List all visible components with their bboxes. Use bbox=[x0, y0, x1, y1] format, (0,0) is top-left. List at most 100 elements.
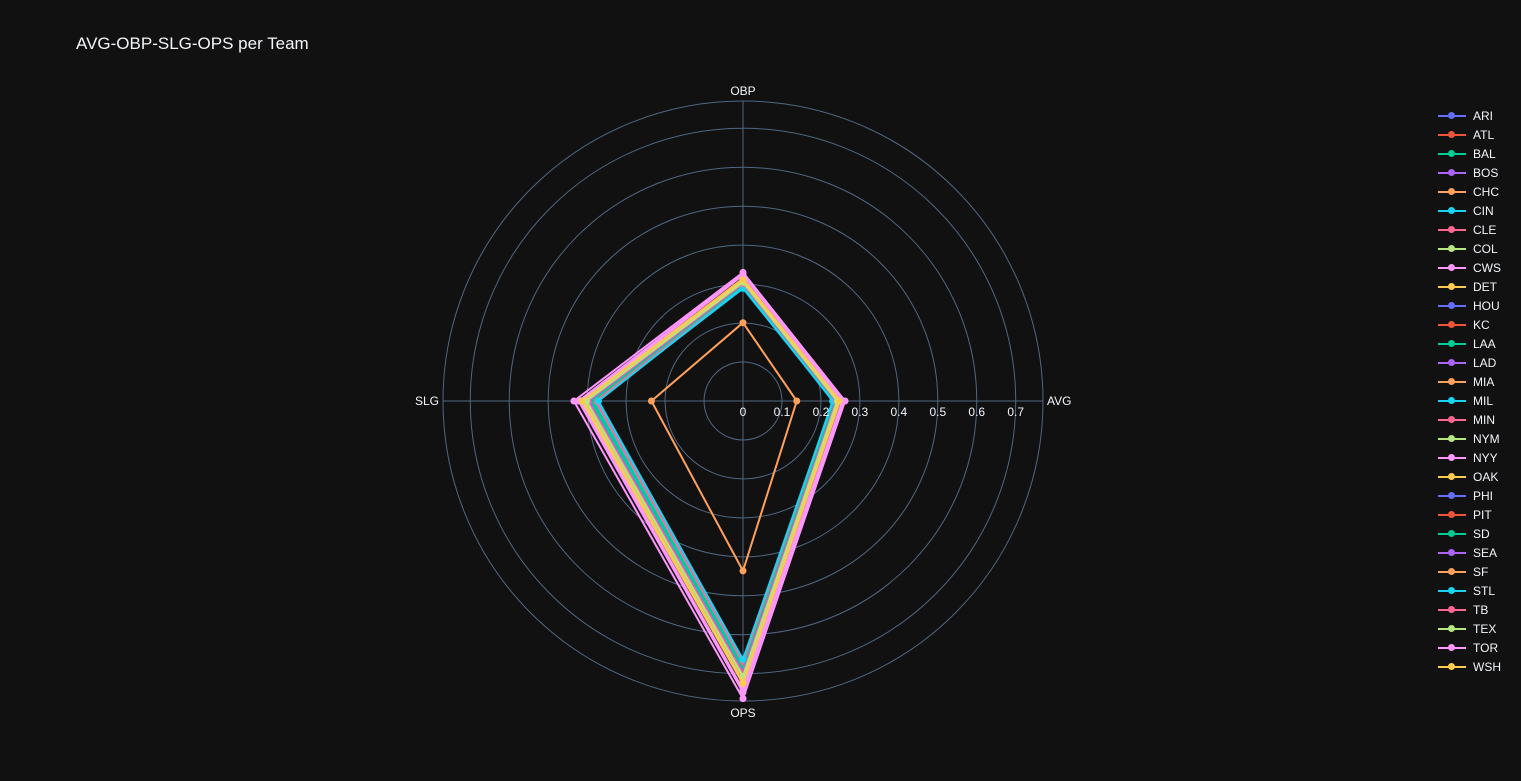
legend-label: COL bbox=[1473, 241, 1498, 256]
legend-item-cle[interactable]: CLE bbox=[1436, 220, 1501, 239]
legend-label: HOU bbox=[1473, 298, 1500, 313]
legend-item-ari[interactable]: ARI bbox=[1436, 106, 1501, 125]
legend-item-chc[interactable]: CHC bbox=[1436, 182, 1501, 201]
radial-tick-label: 0.1 bbox=[774, 405, 791, 419]
legend-swatch bbox=[1436, 413, 1468, 427]
data-point bbox=[739, 270, 747, 278]
legend-swatch bbox=[1436, 356, 1468, 370]
legend-swatch-marker bbox=[1448, 282, 1455, 290]
legend-item-col[interactable]: COL bbox=[1436, 239, 1501, 258]
legend-swatch-marker bbox=[1448, 586, 1455, 594]
legend-item-nym[interactable]: NYM bbox=[1436, 429, 1501, 448]
legend-swatch-marker bbox=[1448, 472, 1455, 480]
legend-item-lad[interactable]: LAD bbox=[1436, 353, 1501, 372]
legend-swatch-marker bbox=[1448, 624, 1455, 632]
legend-item-tb[interactable]: TB bbox=[1436, 600, 1501, 619]
legend-swatch-marker bbox=[1448, 149, 1455, 157]
legend-swatch-marker bbox=[1448, 187, 1455, 195]
data-point bbox=[739, 276, 747, 284]
legend-label: CHC bbox=[1473, 184, 1499, 199]
legend-label: TOR bbox=[1473, 640, 1499, 655]
legend-swatch bbox=[1436, 147, 1468, 161]
legend-label: WSH bbox=[1473, 659, 1501, 674]
data-point bbox=[739, 567, 747, 575]
legend-swatch-marker bbox=[1448, 377, 1455, 385]
legend-swatch bbox=[1436, 280, 1468, 294]
legend-item-kc[interactable]: KC bbox=[1436, 315, 1501, 334]
legend-swatch bbox=[1436, 641, 1468, 655]
legend-item-oak[interactable]: OAK bbox=[1436, 467, 1501, 486]
legend-swatch-marker bbox=[1448, 358, 1455, 366]
legend-label: PIT bbox=[1473, 507, 1492, 522]
legend-label: CLE bbox=[1473, 222, 1497, 237]
legend-swatch bbox=[1436, 109, 1468, 123]
series-mia bbox=[647, 319, 801, 575]
legend-item-stl[interactable]: STL bbox=[1436, 581, 1501, 600]
legend-swatch bbox=[1436, 204, 1468, 218]
data-point bbox=[739, 688, 747, 696]
legend-item-tor[interactable]: TOR bbox=[1436, 638, 1501, 657]
legend-swatch bbox=[1436, 489, 1468, 503]
legend-swatch-marker bbox=[1448, 244, 1455, 252]
data-point bbox=[739, 655, 747, 663]
legend-swatch bbox=[1436, 451, 1468, 465]
legend-swatch-marker bbox=[1448, 225, 1455, 233]
legend-item-sea[interactable]: SEA bbox=[1436, 543, 1501, 562]
legend-label: CIN bbox=[1473, 203, 1494, 218]
legend-swatch bbox=[1436, 546, 1468, 560]
legend-swatch bbox=[1436, 337, 1468, 351]
chart-title: AVG-OBP-SLG-OPS per Team bbox=[76, 34, 309, 53]
legend-swatch-marker bbox=[1448, 415, 1455, 423]
legend-swatch-marker bbox=[1448, 320, 1455, 328]
data-point bbox=[594, 397, 602, 405]
radial-tick-label: 0 bbox=[740, 405, 747, 419]
legend-item-mia[interactable]: MIA bbox=[1436, 372, 1501, 391]
legend-label: STL bbox=[1473, 583, 1496, 598]
legend-item-cin[interactable]: CIN bbox=[1436, 201, 1501, 220]
legend-item-hou[interactable]: HOU bbox=[1436, 296, 1501, 315]
series-stl bbox=[594, 283, 837, 663]
legend-swatch-marker bbox=[1448, 567, 1455, 575]
legend-item-sf[interactable]: SF bbox=[1436, 562, 1501, 581]
legend-item-bos[interactable]: BOS bbox=[1436, 163, 1501, 182]
legend-label: LAD bbox=[1473, 355, 1497, 370]
legend-swatch-marker bbox=[1448, 453, 1455, 461]
legend-swatch bbox=[1436, 565, 1468, 579]
legend-item-phi[interactable]: PHI bbox=[1436, 486, 1501, 505]
legend-item-cws[interactable]: CWS bbox=[1436, 258, 1501, 277]
legend-label: BAL bbox=[1473, 146, 1496, 161]
legend-item-laa[interactable]: LAA bbox=[1436, 334, 1501, 353]
legend-label: NYY bbox=[1473, 450, 1498, 465]
legend-item-atl[interactable]: ATL bbox=[1436, 125, 1501, 144]
legend-label: PHI bbox=[1473, 488, 1494, 503]
radial-tick-label: 0.2 bbox=[813, 405, 830, 419]
legend-swatch-marker bbox=[1448, 301, 1455, 309]
legend-item-mil[interactable]: MIL bbox=[1436, 391, 1501, 410]
legend-swatch-marker bbox=[1448, 491, 1455, 499]
data-point bbox=[739, 695, 747, 703]
legend-item-tex[interactable]: TEX bbox=[1436, 619, 1501, 638]
legend-swatch-marker bbox=[1448, 662, 1455, 670]
legend-label: MIL bbox=[1473, 393, 1494, 408]
legend-item-wsh[interactable]: WSH bbox=[1436, 657, 1501, 676]
legend-swatch bbox=[1436, 584, 1468, 598]
axis-label-avg: AVG bbox=[1047, 394, 1071, 408]
legend-item-det[interactable]: DET bbox=[1436, 277, 1501, 296]
legend-item-nyy[interactable]: NYY bbox=[1436, 448, 1501, 467]
axis-label-obp: OBP bbox=[730, 84, 755, 98]
legend-swatch-marker bbox=[1448, 111, 1455, 119]
legend-swatch bbox=[1436, 432, 1468, 446]
legend-swatch bbox=[1436, 242, 1468, 256]
data-point bbox=[739, 319, 747, 327]
legend-swatch bbox=[1436, 223, 1468, 237]
legend-item-sd[interactable]: SD bbox=[1436, 524, 1501, 543]
radial-tick-label: 0.4 bbox=[891, 405, 908, 419]
series-tex bbox=[582, 278, 841, 680]
legend-item-bal[interactable]: BAL bbox=[1436, 144, 1501, 163]
legend-swatch bbox=[1436, 660, 1468, 674]
legend-swatch bbox=[1436, 375, 1468, 389]
legend-item-pit[interactable]: PIT bbox=[1436, 505, 1501, 524]
legend-item-min[interactable]: MIN bbox=[1436, 410, 1501, 429]
